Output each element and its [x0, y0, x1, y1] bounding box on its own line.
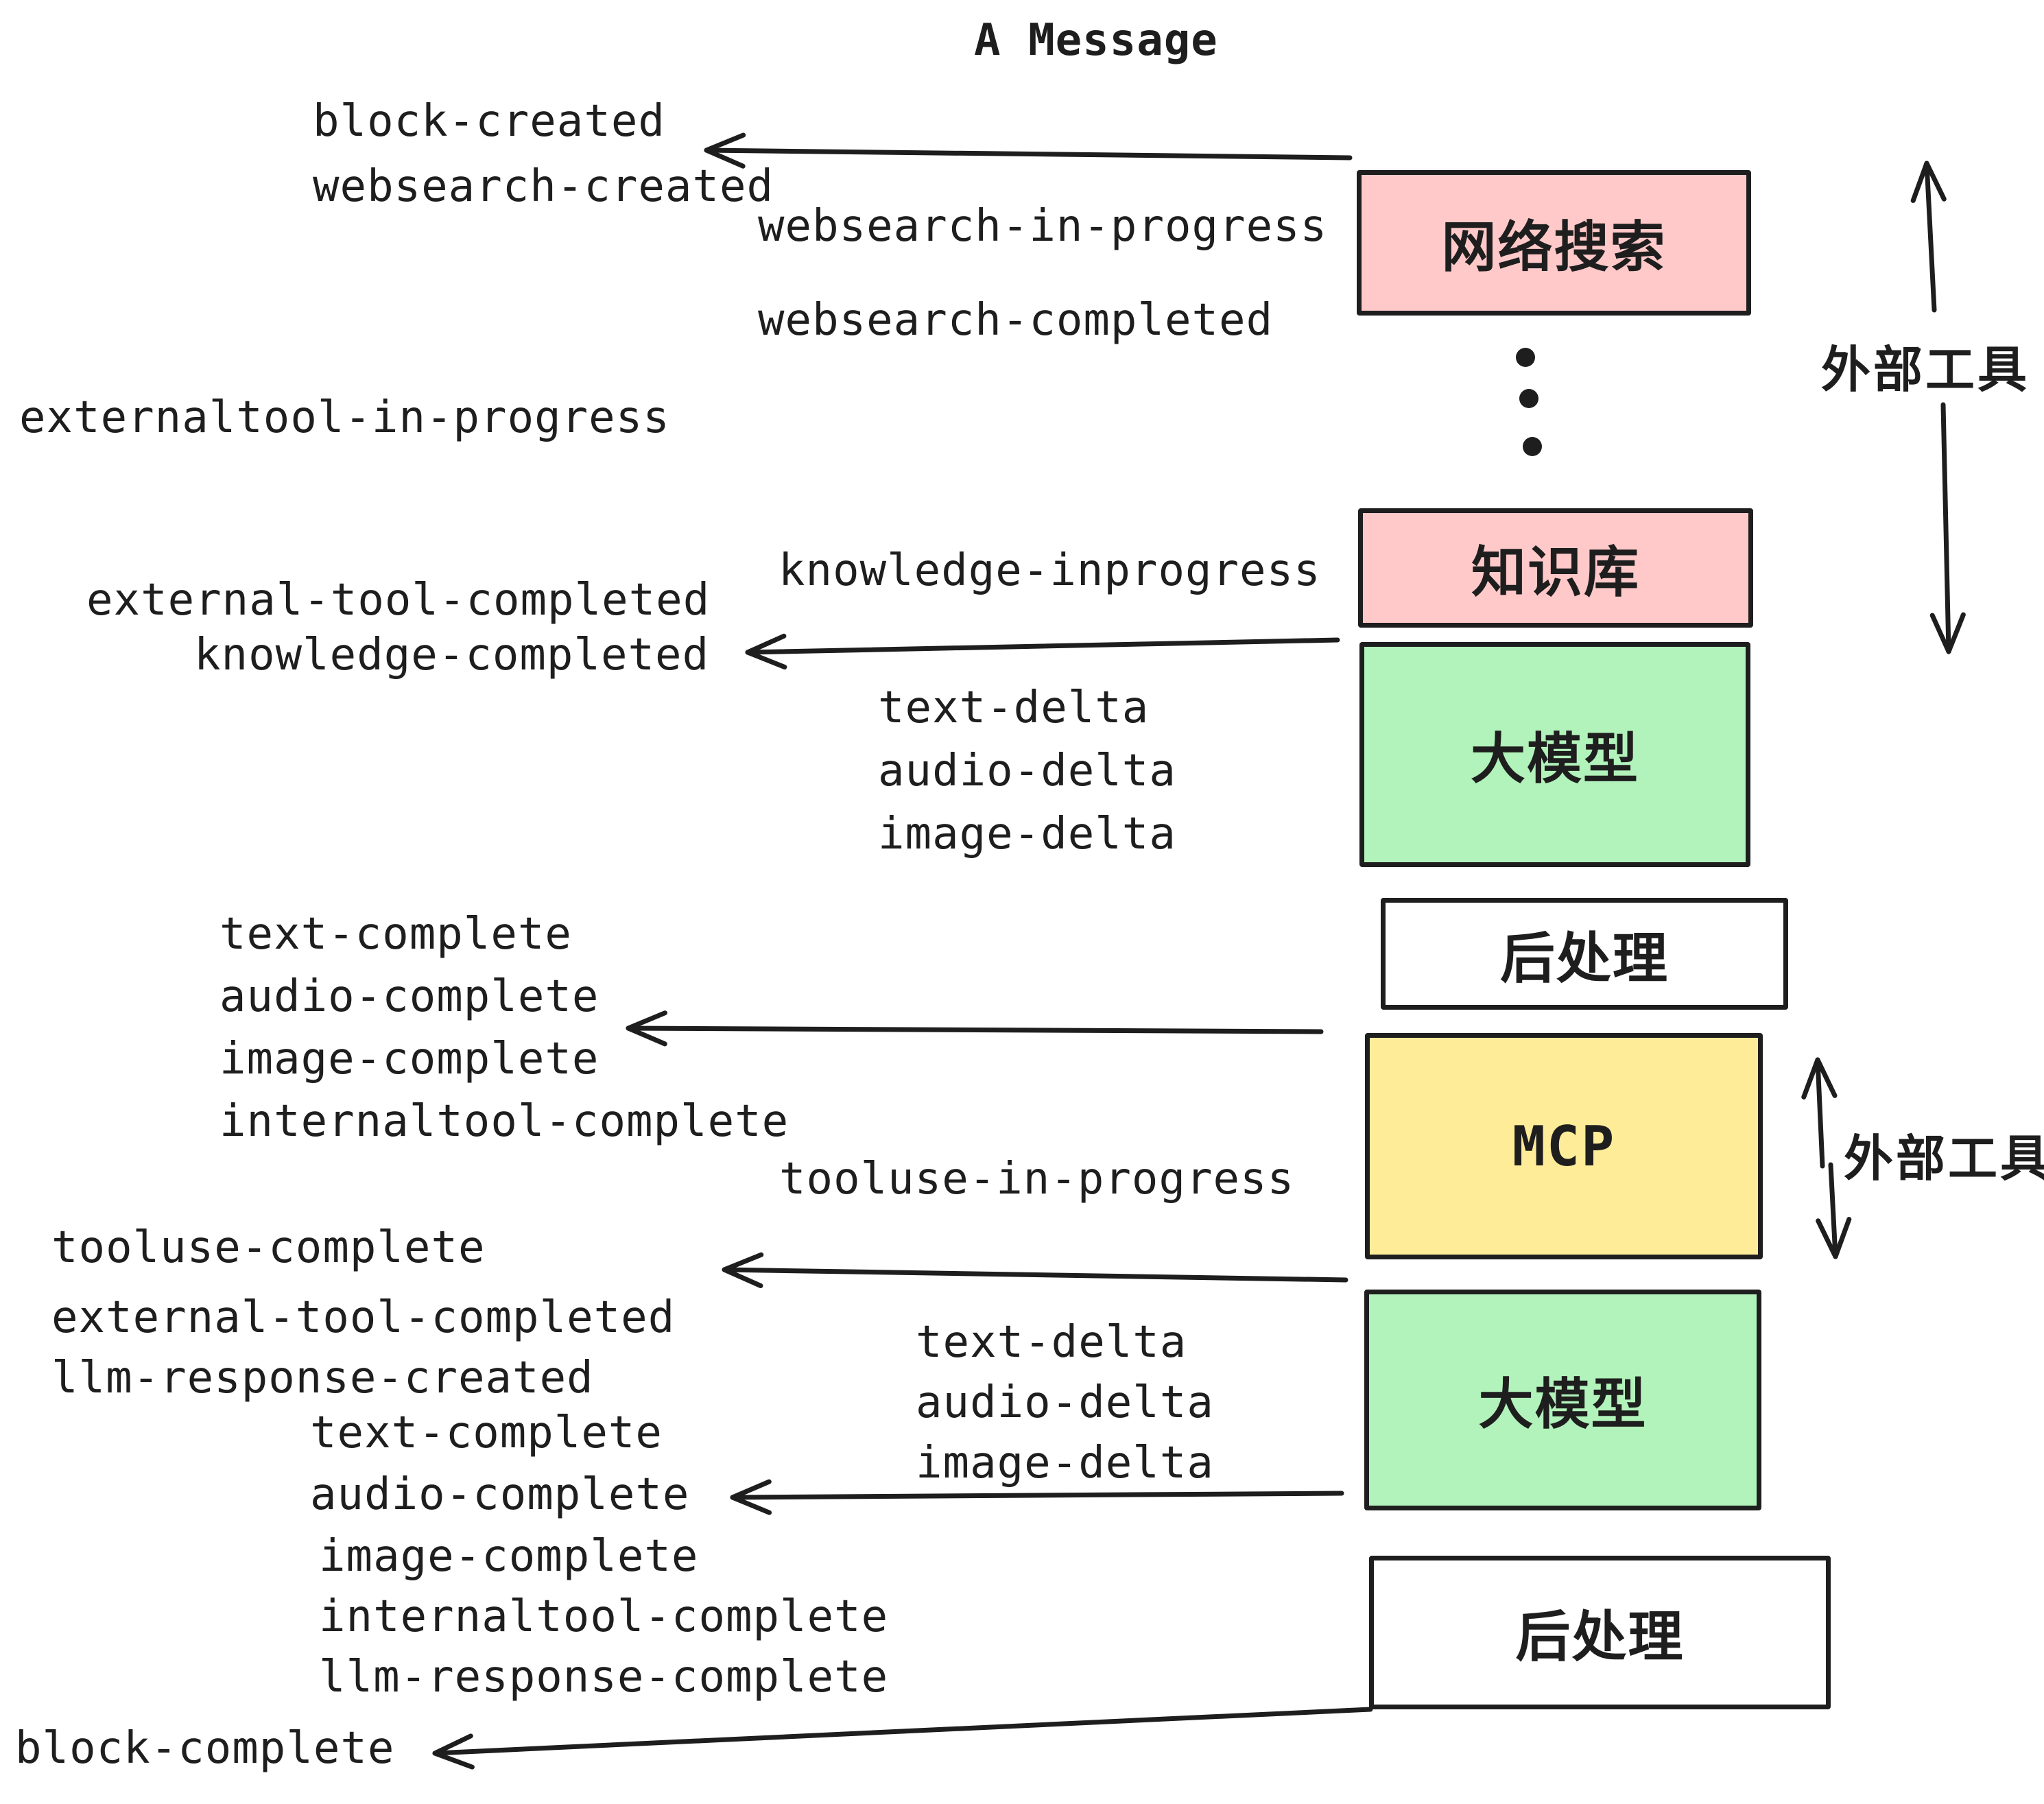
- event-label: tooluse-in-progress: [779, 1154, 1295, 1204]
- box-label: MCP: [1512, 1114, 1616, 1178]
- event-label: text-delta: [916, 1317, 1187, 1368]
- event-label: block-created: [313, 96, 665, 147]
- arrowhead: [730, 1479, 772, 1515]
- external-tools-label: 外部工具: [1844, 1130, 2044, 1187]
- arrow-websearch-to-block-created: [704, 132, 1353, 169]
- event-label: image-delta: [916, 1438, 1214, 1488]
- event-label: knowledge-completed: [194, 630, 710, 680]
- arrowhead: [1801, 1057, 1838, 1100]
- ellipsis-dot: [1519, 389, 1538, 408]
- arrowhead: [745, 633, 787, 669]
- arrow-external-tool-up-1: [1910, 161, 1947, 313]
- box-label: 大模型: [1471, 727, 1639, 791]
- event-label: internaltool-complete: [219, 1096, 789, 1147]
- event-label: audio-complete: [219, 971, 599, 1022]
- arrow-external-tool-down-2: [1816, 1162, 1852, 1259]
- box-label: 后处理: [1500, 926, 1669, 990]
- arrowhead: [1816, 1217, 1852, 1259]
- box-label: 网络搜索: [1441, 215, 1667, 279]
- event-label: websearch-created: [313, 161, 774, 212]
- event-label: tooluse-complete: [51, 1222, 486, 1273]
- arrowhead: [704, 132, 746, 169]
- event-label: websearch-completed: [758, 295, 1274, 346]
- knowledge-box: 知识库: [1358, 508, 1753, 628]
- arrowhead: [722, 1252, 764, 1288]
- arrow-postprocess2-to-block-complete: [432, 1707, 1373, 1770]
- event-label: text-complete: [310, 1408, 663, 1458]
- event-label: externaltool-in-progress: [19, 392, 670, 443]
- event-label: websearch-in-progress: [758, 201, 1328, 252]
- event-label: audio-complete: [310, 1469, 690, 1520]
- arrow-llm1-to-knowledge-completed: [745, 633, 1340, 669]
- event-label: image-complete: [319, 1531, 699, 1582]
- event-label: llm-response-complete: [319, 1652, 889, 1702]
- ellipsis-dot: [1516, 348, 1535, 367]
- arrow-external-tool-up-2: [1801, 1057, 1838, 1169]
- arrowhead: [626, 1010, 667, 1047]
- event-label: llm-response-created: [51, 1353, 594, 1403]
- ellipsis-dot: [1523, 437, 1542, 456]
- event-label: block-complete: [15, 1723, 395, 1774]
- arrow-external-tool-down-1: [1929, 402, 1966, 654]
- arrowhead: [1910, 161, 1947, 203]
- event-label: internaltool-complete: [319, 1591, 889, 1642]
- box-label: 大模型: [1478, 1373, 1648, 1436]
- event-label: knowledge-inprogress: [779, 545, 1321, 596]
- box-label: 后处理: [1515, 1605, 1685, 1669]
- event-label: image-delta: [878, 809, 1176, 859]
- arrowhead: [432, 1733, 475, 1770]
- event-label: audio-delta: [878, 746, 1176, 796]
- llm-box-2: 大模型: [1364, 1290, 1761, 1510]
- arrow-mcp-to-image-complete: [626, 1010, 1324, 1047]
- external-tools-label: 外部工具: [1821, 341, 2030, 399]
- diagram-title: A Message: [974, 15, 1218, 66]
- event-label: text-delta: [878, 683, 1150, 733]
- mcp-box: MCP: [1365, 1033, 1763, 1259]
- event-label: audio-delta: [916, 1377, 1214, 1428]
- websearch-box: 网络搜索: [1357, 170, 1751, 316]
- event-label: external-tool-completed: [51, 1292, 676, 1343]
- postprocess-box-2: 后处理: [1369, 1556, 1831, 1709]
- box-label: 知识库: [1471, 541, 1640, 604]
- event-label: text-complete: [219, 909, 572, 960]
- llm-box-1: 大模型: [1359, 642, 1750, 867]
- event-label: image-complete: [219, 1034, 599, 1084]
- arrow-llm2-to-tooluse-complete: [722, 1252, 1348, 1288]
- arrowhead: [1929, 612, 1966, 654]
- event-label: external-tool-completed: [86, 575, 711, 626]
- postprocess-box-1: 后处理: [1381, 898, 1788, 1010]
- arrow-llm2-to-audio-complete: [730, 1479, 1344, 1515]
